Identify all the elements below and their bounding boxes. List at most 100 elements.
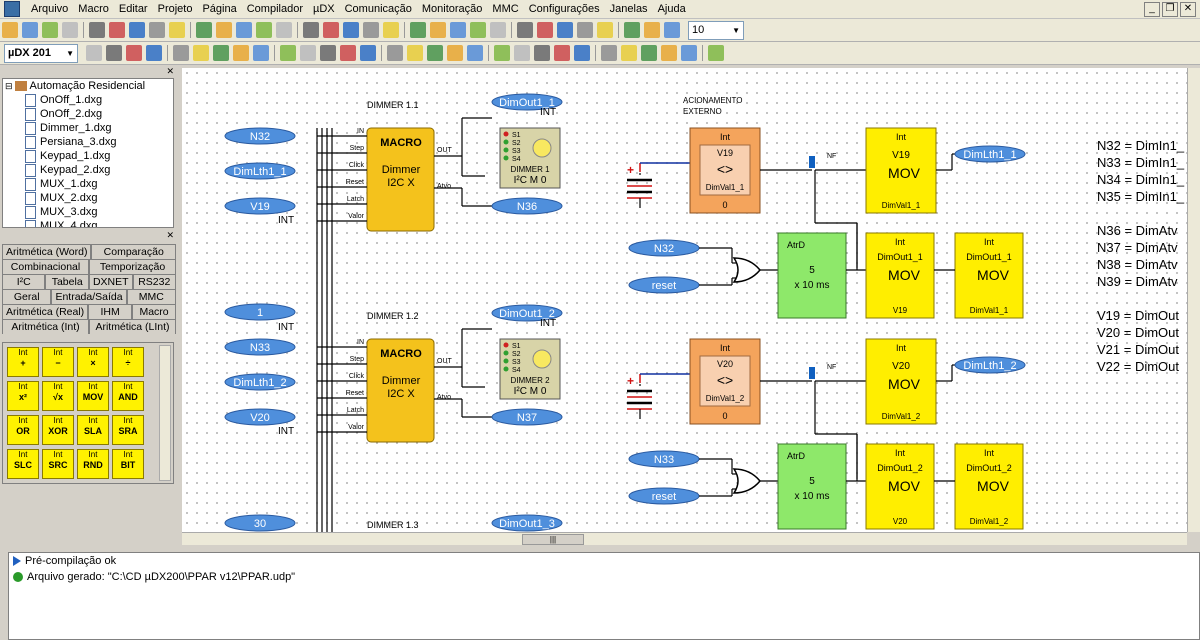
menu-item[interactable]: Projeto — [157, 3, 193, 15]
tree-file-item[interactable]: MUX_4.dxg — [3, 219, 173, 227]
menu-item[interactable]: Macro — [78, 3, 109, 15]
toolbar-button-icon[interactable] — [430, 22, 446, 38]
variable-oval[interactable] — [491, 304, 563, 322]
palette-tab[interactable]: RS232 — [132, 274, 176, 289]
toolbar-button-icon[interactable] — [661, 45, 677, 61]
menu-item[interactable]: Compilador — [246, 3, 303, 15]
menu-item[interactable]: Configurações — [528, 3, 600, 15]
toolbar-button-icon[interactable] — [470, 22, 486, 38]
mov-block[interactable] — [865, 127, 937, 214]
toolbar-button-icon[interactable] — [644, 22, 660, 38]
toolbar-button-icon[interactable] — [106, 45, 122, 61]
toolbar-button-icon[interactable] — [383, 22, 399, 38]
menu-item[interactable]: Página — [202, 3, 237, 15]
palette-tab[interactable]: Tabela — [45, 274, 89, 289]
palette-tab[interactable]: Comparação — [91, 244, 176, 259]
palette-block-button[interactable]: Int+ — [7, 347, 39, 377]
delay-block[interactable] — [777, 443, 847, 530]
toolbar-button-icon[interactable] — [621, 45, 637, 61]
toolbar-button-icon[interactable] — [236, 22, 252, 38]
palette-tab[interactable]: Macro — [132, 304, 176, 319]
toolbar-button-icon[interactable] — [320, 45, 336, 61]
palette-tab[interactable]: Entrada/Saída — [51, 289, 127, 304]
toolbar-button-icon[interactable] — [109, 22, 125, 38]
zoom-select[interactable]: 10▼ — [688, 20, 744, 40]
toolbar-button-icon[interactable] — [213, 45, 229, 61]
toolbar-button-icon[interactable] — [577, 22, 593, 38]
tree-file-item[interactable]: Keypad_2.dxg — [3, 163, 173, 177]
palette-tab[interactable]: Aritmética (Word) — [2, 244, 92, 259]
palette-tab[interactable]: Aritmética (Int) — [2, 319, 89, 334]
toolbar-button-icon[interactable] — [554, 45, 570, 61]
toolbar-button-icon[interactable] — [447, 45, 463, 61]
palette-tab[interactable]: IHM — [88, 304, 133, 319]
toolbar-button-icon[interactable] — [149, 22, 165, 38]
palette-block-button[interactable]: Int√x — [42, 381, 74, 411]
menu-item[interactable]: Comunicação — [344, 3, 412, 15]
close-tree-icon[interactable]: ✕ — [166, 66, 174, 76]
variable-oval[interactable] — [491, 93, 563, 111]
tree-file-item[interactable]: MUX_2.dxg — [3, 191, 173, 205]
toolbar-button-icon[interactable] — [624, 22, 640, 38]
toolbar-button-icon[interactable] — [256, 22, 272, 38]
toolbar-button-icon[interactable] — [601, 45, 617, 61]
menu-item[interactable]: µDX — [312, 3, 335, 15]
menu-item[interactable]: Arquivo — [31, 3, 69, 15]
toolbar-button-icon[interactable] — [22, 22, 38, 38]
mov-block[interactable] — [865, 338, 937, 425]
tree-file-item[interactable]: OnOff_1.dxg — [3, 93, 173, 107]
toolbar-button-icon[interactable] — [534, 45, 550, 61]
palette-block-button[interactable]: Int× — [77, 347, 109, 377]
minimize-icon[interactable]: _ — [1144, 2, 1160, 17]
toolbar-button-icon[interactable] — [641, 45, 657, 61]
variable-oval[interactable] — [224, 514, 296, 532]
delay-block[interactable] — [777, 232, 847, 319]
toolbar-button-icon[interactable] — [427, 45, 443, 61]
restore-icon[interactable]: ❐ — [1162, 2, 1178, 17]
tree-file-item[interactable]: Persiana_3.dxg — [3, 135, 173, 149]
macro-block[interactable] — [366, 338, 435, 443]
palette-tab[interactable]: Geral — [2, 289, 52, 304]
toolbar-button-icon[interactable] — [514, 45, 530, 61]
toolbar-button-icon[interactable] — [467, 45, 483, 61]
vertical-scrollbar[interactable] — [1187, 68, 1200, 532]
variable-oval[interactable] — [224, 197, 296, 215]
variable-oval[interactable] — [224, 338, 296, 356]
toolbar-button-icon[interactable] — [343, 22, 359, 38]
toolbar-button-icon[interactable] — [42, 22, 58, 38]
toolbar-button-icon[interactable] — [86, 45, 102, 61]
toolbar-button-icon[interactable] — [387, 45, 403, 61]
toolbar-button-icon[interactable] — [129, 22, 145, 38]
tree-file-item[interactable]: Keypad_1.dxg — [3, 149, 173, 163]
variable-oval[interactable] — [224, 373, 296, 391]
variable-oval[interactable] — [224, 162, 296, 180]
toolbar-button-icon[interactable] — [2, 22, 18, 38]
menu-item[interactable]: Janelas — [609, 3, 648, 15]
tree-file-item[interactable]: Dimmer_1.dxg — [3, 121, 173, 135]
palette-block-button[interactable]: Int− — [42, 347, 74, 377]
toolbar-button-icon[interactable] — [557, 22, 573, 38]
palette-tab[interactable]: Aritmética (LInt) — [89, 319, 176, 334]
toolbar-button-icon[interactable] — [303, 22, 319, 38]
toolbar-button-icon[interactable] — [450, 22, 466, 38]
palette-tab[interactable]: Combinacional — [2, 259, 89, 274]
toolbar-button-icon[interactable] — [253, 45, 269, 61]
variable-oval[interactable] — [954, 145, 1026, 163]
palette-tab[interactable]: I²C — [2, 274, 46, 289]
palette-tab[interactable]: MMC — [126, 289, 177, 304]
toolbar-button-icon[interactable] — [126, 45, 142, 61]
horizontal-scrollbar[interactable]: ||| — [182, 532, 1187, 545]
close-palette-icon[interactable]: ✕ — [166, 230, 174, 240]
toolbar-button-icon[interactable] — [280, 45, 296, 61]
dimmer-device[interactable] — [499, 338, 561, 400]
mov-block[interactable] — [865, 232, 935, 319]
variable-oval[interactable] — [491, 197, 563, 215]
toolbar-button-icon[interactable] — [597, 22, 613, 38]
